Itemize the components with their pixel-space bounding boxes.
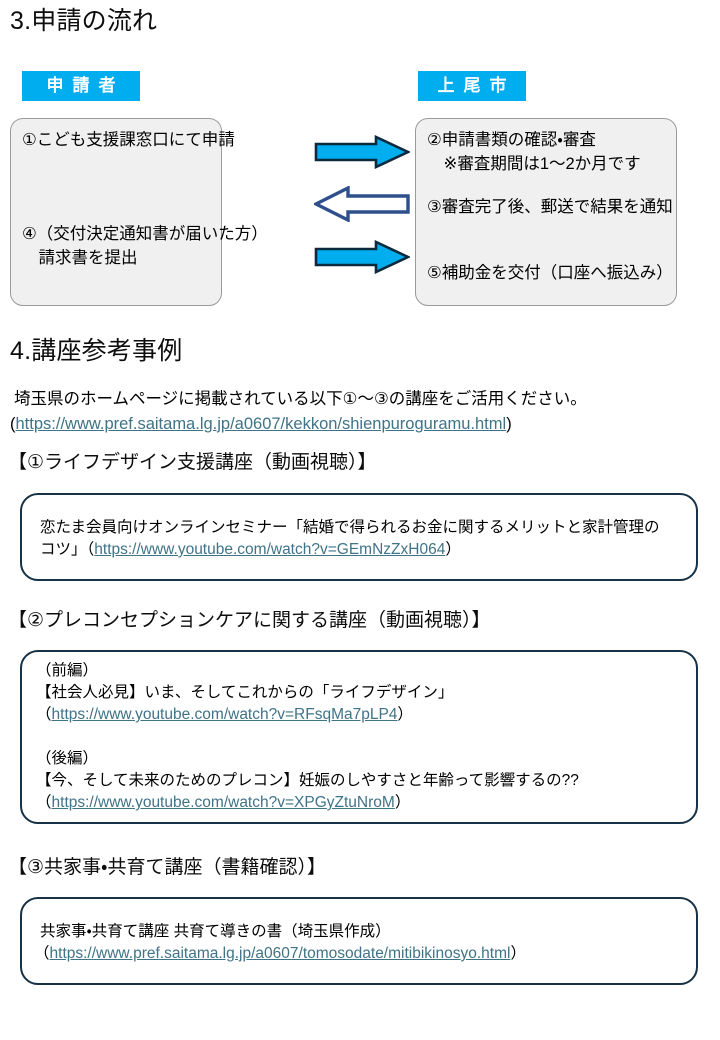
course-2-line-1: （前編）	[36, 662, 99, 679]
flow-item-2b: ※審査期間は1～2か月です	[427, 155, 641, 173]
course-3-line-2-prefix: （	[34, 945, 50, 962]
link-youtube-GEmNzZxH064[interactable]: https://www.youtube.com/watch?v=GEmNzZxH…	[94, 541, 446, 558]
course-1-line-2: コツ」（https://www.youtube.com/watch?v=GEmN…	[40, 539, 461, 561]
course-heading-2: 【②プレコンセプションケアに関する講座（動画視聴）】	[8, 610, 491, 631]
course-1-line-2-prefix: コツ」（	[40, 541, 95, 558]
course-2-line-7-prefix: （	[36, 794, 52, 811]
arrow-payment-right-icon	[314, 239, 412, 275]
course-2-line-3-prefix: （	[36, 706, 52, 723]
link-saitama-mitibikinosyo[interactable]: https://www.pref.saitama.lg.jp/a0607/tom…	[49, 945, 511, 962]
courses-intro-link-row: (https://www.pref.saitama.lg.jp/a0607/ke…	[10, 412, 512, 437]
course-2-line-7-suffix: ）	[394, 794, 411, 811]
page-title-flow: 3.申請の流れ	[10, 7, 158, 35]
flow-header-applicant: 申請者	[22, 71, 140, 101]
course-2-line-6: 【今、そして未来のためのプレコン】妊娠のしやすさと年齢って影響するの??	[36, 772, 579, 789]
course-box-2: （前編） 【社会人必見】いま、そしてこれからの「ライフデザイン」 （https:…	[20, 650, 698, 824]
link-saitama-shienpuroguramu[interactable]: https://www.pref.saitama.lg.jp/a0607/kek…	[15, 415, 507, 433]
course-heading-3: 【③共家事・共育て講座（書籍確認）】	[8, 857, 326, 878]
course-3-line-2-suffix: ）	[510, 945, 526, 962]
course-box-1: 恋たま会員向けオンラインセミナー「結婚で得られるお金に関するメリットと家計管理の…	[20, 493, 698, 581]
flow-item-5: ⑤補助金を交付（口座へ振込み）	[427, 264, 673, 282]
arrow-notify-left-icon	[312, 185, 410, 223]
flow-item-4a: ④（交付決定通知書が届いた方）	[22, 225, 268, 243]
course-2-line-2: 【社会人必見】いま、そしてこれからの「ライフデザイン」	[36, 684, 454, 701]
course-3-line-1: 共家事・共育て講座 共育て導きの書（埼玉県作成）	[40, 923, 391, 940]
link-youtube-RFsqMa7pLP4[interactable]: https://www.youtube.com/watch?v=RFsqMa7p…	[51, 706, 398, 723]
course-box-3: 共家事・共育て講座 共育て導きの書（埼玉県作成） （https://www.pr…	[20, 897, 698, 985]
course-2-line-3-suffix: ）	[397, 706, 413, 723]
course-3-line-2: （https://www.pref.saitama.lg.jp/a0607/to…	[34, 943, 526, 965]
paren-open: (	[10, 415, 16, 433]
course-1-line-1: 恋たま会員向けオンラインセミナー「結婚で得られるお金に関するメリットと家計管理の	[40, 519, 660, 536]
arrow-apply-right-icon	[314, 134, 412, 170]
course-2-line-5: （後編）	[36, 750, 99, 767]
page-title-courses: 4.講座参考事例	[10, 337, 183, 365]
flow-item-3: ③審査完了後、郵送で結果を通知	[427, 198, 673, 216]
flow-box-applicant: ①こども支援課窓口にて申請 ④（交付決定通知書が届いた方） 請求書を提出	[10, 118, 268, 306]
paren-close: )	[506, 415, 512, 433]
course-2-line-3: （https://www.youtube.com/watch?v=RFsqMa7…	[36, 704, 413, 726]
course-1-line-2-suffix: ）	[445, 541, 461, 558]
course-heading-1: 【①ライフデザイン支援講座（動画視聴）】	[8, 452, 377, 473]
course-2-line-7: （https://www.youtube.com/watch?v=XPGyZtu…	[36, 792, 410, 814]
flow-item-1: ①こども支援課窓口にて申請	[22, 131, 235, 149]
flow-item-4b: 請求書を提出	[22, 249, 138, 267]
flow-box-city: ②申請書類の確認・審査 ※審査期間は1～2か月です ③審査完了後、郵送で結果を通…	[415, 118, 677, 306]
flow-header-city: 上尾市	[418, 71, 526, 101]
link-youtube-XPGyZtuNroM[interactable]: https://www.youtube.com/watch?v=XPGyZtuN…	[51, 794, 395, 811]
flow-item-2a: ②申請書類の確認・審査	[427, 131, 596, 149]
courses-intro-text: 埼玉県のホームページに掲載されている以下①～③の講座をご活用ください。	[14, 390, 587, 408]
